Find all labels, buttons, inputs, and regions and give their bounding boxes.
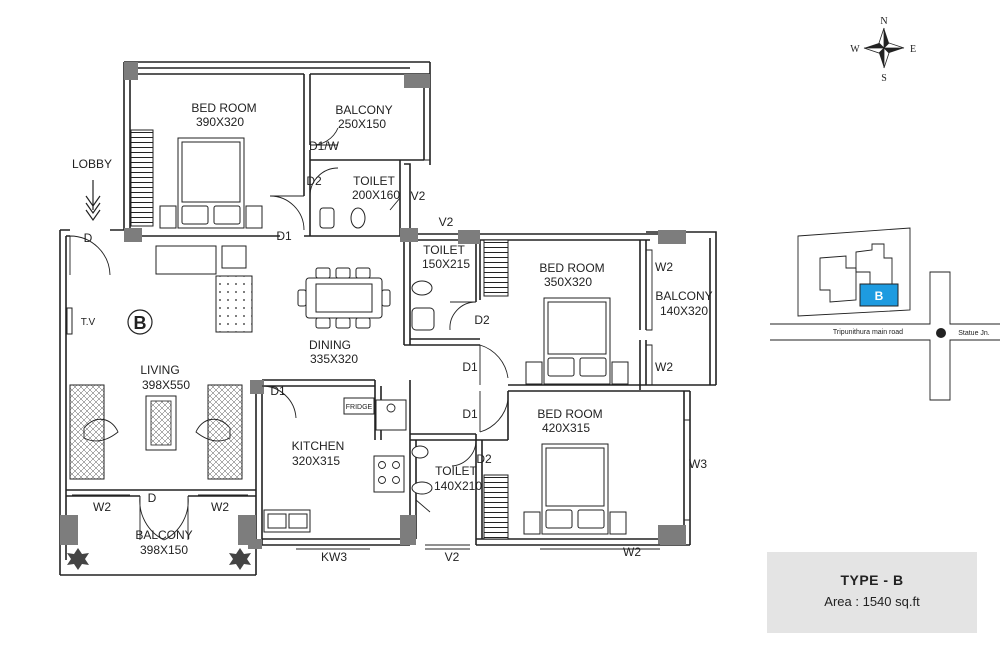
tag-d2-c: D2 — [476, 452, 492, 466]
type-info-panel: TYPE - B Area : 1540 sq.ft — [767, 552, 977, 633]
tag-v2-b: V2 — [439, 215, 454, 229]
tag-v2-a: V2 — [411, 189, 426, 203]
bedroom2-name: BED ROOM — [539, 261, 604, 275]
tag-d1-b: D1 — [462, 360, 478, 374]
tv-unit — [66, 307, 73, 335]
living-size: 398X550 — [142, 378, 190, 392]
window-marks — [72, 100, 691, 550]
road-label: Tripunithura main road — [833, 329, 903, 336]
bed-right — [525, 297, 629, 385]
junction-label: Statue Jn. — [958, 330, 990, 337]
compass-south: S — [881, 73, 887, 84]
toilet3-name: TOILET — [435, 464, 477, 478]
balcony3-name: BALCONY — [135, 528, 192, 542]
tag-d1w: D1/W — [309, 139, 340, 153]
room-labels: BED ROOM 390X320 BALCONY 250X150 TOILET … — [135, 101, 712, 557]
tag-w3: W3 — [689, 457, 707, 471]
dining-size: 335X320 — [310, 352, 358, 366]
tag-w2-c: W2 — [93, 500, 111, 514]
opening-tags: LOBBY T.V FRIDGE D1/W D2 D1 D V2 V2 D2 W… — [72, 139, 707, 564]
living-seating — [69, 384, 243, 480]
tag-d2-a: D2 — [306, 174, 322, 188]
compass-rose: N S E W — [850, 16, 916, 84]
compass-west: W — [850, 44, 860, 55]
toilet1-name: TOILET — [353, 174, 395, 188]
fridge-label: FRIDGE — [346, 404, 373, 411]
door-swings — [69, 127, 509, 541]
type-title: TYPE - B — [840, 572, 904, 588]
key-plan: B Tripunithura main road Statue Jn. — [770, 227, 1000, 401]
toilet2-size: 150X215 — [422, 257, 470, 271]
toilet2-name: TOILET — [423, 243, 465, 257]
dining-name: DINING — [309, 338, 351, 352]
tv-label: T.V — [81, 317, 96, 328]
tag-d1-c: D1 — [270, 384, 286, 398]
key-plan-highlight — [859, 283, 899, 307]
tag-d-entry: D — [84, 231, 93, 245]
balcony3-size: 398X150 — [140, 543, 188, 557]
toilet1-size: 200X160 — [352, 188, 400, 202]
unit-badge-letter: B — [134, 313, 147, 333]
lobby-arrow — [85, 180, 101, 222]
bedroom2-size: 350X320 — [544, 275, 592, 289]
bedroom3-size: 420X315 — [542, 421, 590, 435]
balcony1-name: BALCONY — [335, 103, 392, 117]
balcony2-size: 140X320 — [660, 304, 708, 318]
balcony2-name: BALCONY — [655, 289, 712, 303]
bedroom3-name: BED ROOM — [537, 407, 602, 421]
tag-kw3: KW3 — [321, 550, 347, 564]
plan-walls — [59, 61, 717, 576]
toilet3-size: 140X210 — [434, 479, 482, 493]
kitchen-name: KITCHEN — [292, 439, 345, 453]
living-name: LIVING — [140, 363, 179, 377]
dining-table — [297, 267, 391, 329]
tag-w2-e: W2 — [623, 545, 641, 559]
compass-east: E — [910, 44, 916, 55]
balcony1-size: 250X150 — [338, 117, 386, 131]
tag-w2-b: W2 — [655, 360, 673, 374]
sofa-set-top — [155, 245, 253, 333]
bed-bottom — [523, 443, 627, 535]
bedroom1-size: 390X320 — [196, 115, 244, 129]
plant-icons — [67, 548, 251, 570]
unit-badge: B — [127, 309, 153, 335]
tag-d1-a: D1 — [276, 229, 292, 243]
bedroom1-name: BED ROOM — [191, 101, 256, 115]
kitchen-size: 320X315 — [292, 454, 340, 468]
tag-d-balcony: D — [148, 491, 157, 505]
key-plan-highlight-label: B — [875, 289, 884, 303]
duct-shafts — [130, 129, 509, 540]
tag-v2-c: V2 — [445, 550, 460, 564]
kitchen-fittings — [263, 397, 407, 533]
toilet-fixtures — [319, 207, 435, 495]
tag-d2-b: D2 — [474, 313, 490, 327]
tag-w2-a: W2 — [655, 260, 673, 274]
compass-north: N — [880, 16, 887, 27]
tag-d1-d: D1 — [462, 407, 478, 421]
wall-corner-blocks — [60, 62, 686, 549]
bed-top — [159, 137, 263, 229]
type-area: Area : 1540 sq.ft — [824, 594, 920, 609]
lobby-label: LOBBY — [72, 157, 112, 171]
tag-w2-d: W2 — [211, 500, 229, 514]
